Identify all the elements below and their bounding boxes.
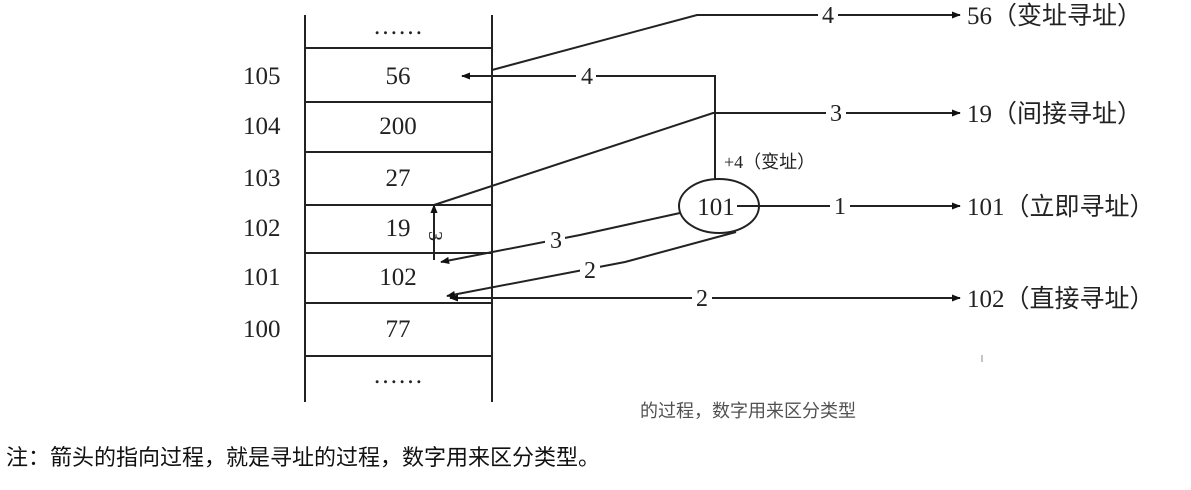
path-label-4b: 4	[822, 3, 834, 29]
bottom-ellipsis: ……	[373, 362, 423, 389]
label-bg	[830, 194, 850, 218]
result-direct: 102（直接寻址）	[967, 285, 1155, 313]
address-label: 103	[243, 165, 281, 192]
cell-value: 56	[386, 63, 411, 90]
address-label: 101	[243, 264, 281, 291]
arrow-path-2a	[446, 231, 737, 299]
path-indirect: 3 3 3 19（间接寻址）	[424, 100, 1142, 264]
address-label: 104	[243, 113, 281, 140]
path-label-2a: 2	[584, 258, 596, 284]
cell-value: 77	[386, 316, 411, 343]
result-immediate: 101（立即寻址）	[967, 193, 1155, 221]
path-label-3a: 3	[550, 228, 562, 254]
label-bg	[545, 228, 565, 252]
path-immediate: 1 101（立即寻址）	[737, 193, 1155, 221]
address-label: 102	[243, 215, 281, 242]
label-bg	[692, 286, 712, 310]
footnote: 注：箭头的指向过程，就是寻址的过程，数字用来区分类型。	[6, 446, 601, 471]
faded-caption: 的过程，数字用来区分类型	[640, 401, 856, 422]
label-bg	[580, 258, 600, 282]
path-label-2b: 2	[696, 286, 708, 312]
path-label-4a: 4	[581, 64, 593, 90]
path-label-3c: 3	[830, 101, 842, 127]
label-bg	[826, 101, 846, 125]
result-indexed: 56（变址寻址）	[967, 2, 1142, 30]
arrow-path-3c	[433, 109, 961, 206]
path-direct: 2 2 102（直接寻址）	[446, 231, 1155, 313]
arrow-path-4a	[461, 72, 716, 179]
top-ellipsis: ……	[373, 13, 423, 40]
path-label-3b: 3	[424, 231, 446, 241]
operand-value: 101	[697, 194, 735, 221]
path-indexed: 4 +4（变址） 4 56（变址寻址）	[461, 2, 1142, 179]
address-label: 105	[243, 63, 281, 90]
path-label-1: 1	[834, 194, 846, 220]
label-bg	[818, 3, 838, 27]
label-bg	[576, 64, 596, 88]
offset-label: +4（变址）	[724, 152, 815, 172]
cell-value: 102	[379, 264, 417, 291]
cell-value: 19	[386, 215, 411, 242]
cell-value: 27	[386, 165, 411, 192]
arrow-path-3a	[440, 212, 681, 264]
result-indirect: 19（间接寻址）	[967, 100, 1142, 128]
memory-column: …… …… 105 56 104 200 103 27 102 19 101 1…	[243, 13, 493, 402]
arrow-path-4b	[491, 11, 961, 71]
cell-value: 200	[379, 113, 417, 140]
address-label: 100	[243, 316, 281, 343]
